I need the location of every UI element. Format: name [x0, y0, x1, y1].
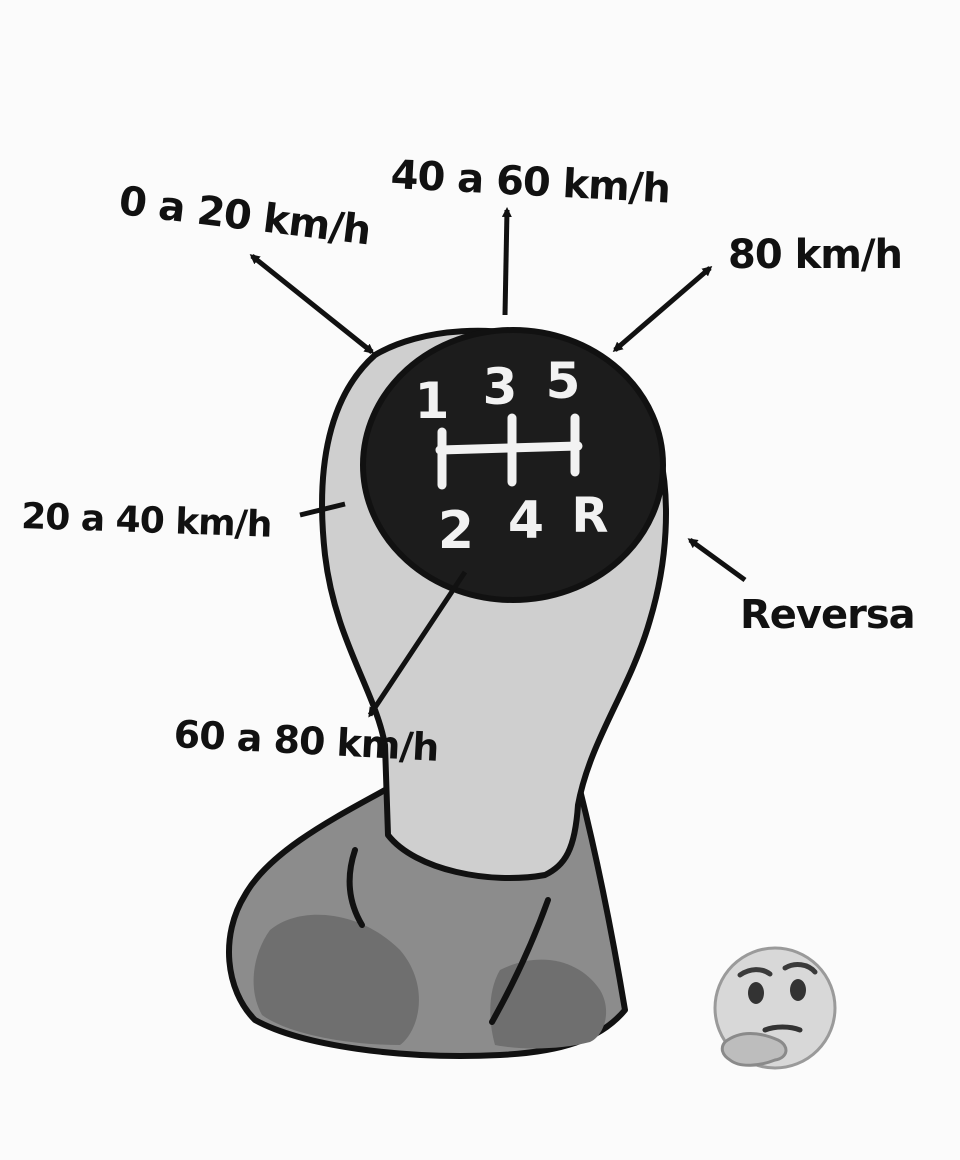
label-reverse: Reversa [740, 592, 916, 638]
arrow-first [249, 254, 375, 354]
gear-1: 1 [415, 372, 450, 430]
arrow-fifth [612, 266, 713, 352]
arrow-second [299, 501, 346, 518]
boot-fold-right [489, 897, 551, 1025]
gear-5: 5 [546, 352, 581, 410]
arrow-reverse [687, 537, 747, 583]
gear-2: 2 [438, 501, 474, 561]
arrow-fourth [367, 570, 468, 718]
arrow-third [501, 207, 512, 316]
thinking-face-icon [713, 946, 837, 1070]
boot-fold-left [346, 847, 365, 928]
gear-3: 3 [483, 358, 518, 416]
label-second-gear: 20 a 40 km/h [20, 496, 273, 546]
label-fifth-gear: 80 km/h [728, 232, 903, 278]
gear-r: R [572, 488, 609, 544]
boot-shadow-right [490, 959, 607, 1049]
gear-4: 4 [508, 491, 544, 551]
boot-shadow [253, 914, 419, 1045]
shift-pattern-icon [435, 413, 583, 490]
